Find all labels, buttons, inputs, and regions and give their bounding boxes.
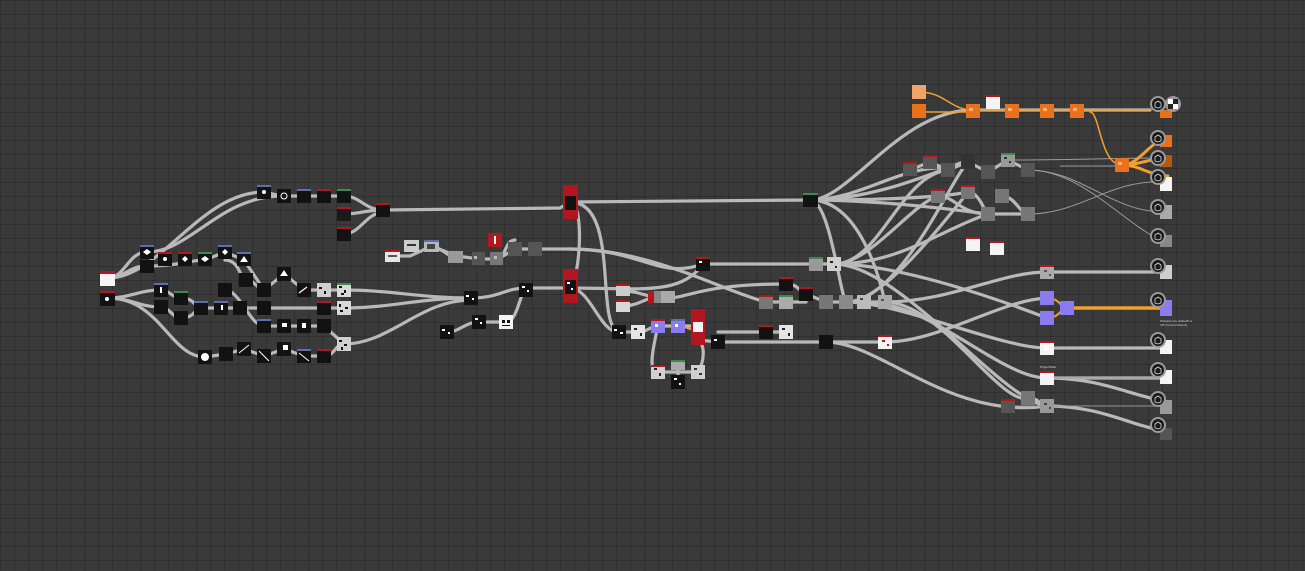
right-nodes[interactable] <box>903 85 1129 413</box>
cube-icon <box>1150 228 1166 244</box>
cube-icon <box>1150 169 1166 185</box>
cube-icon <box>1150 332 1166 348</box>
cube-icon <box>1150 292 1166 308</box>
comment-note-1: Sharpen by default is <box>1160 319 1192 323</box>
cube-icon <box>1150 258 1166 274</box>
cube-icon <box>1150 391 1166 407</box>
comment-note-2: off (normal blend) <box>1160 323 1187 327</box>
cube-icon <box>1150 150 1166 166</box>
process-glyphs <box>614 257 892 385</box>
mid-glyphs <box>385 193 818 334</box>
comment-note-3: Edge Mask <box>1040 365 1056 369</box>
input-node-a[interactable] <box>100 271 115 286</box>
thin-wire-layer <box>1007 157 1161 407</box>
cube-icon <box>1150 362 1166 378</box>
noise-speckle <box>319 286 348 350</box>
right-glyphs <box>903 95 1122 409</box>
output-icons[interactable] <box>1150 96 1181 433</box>
cube-icon <box>1150 130 1166 146</box>
cube-icon <box>1150 199 1166 215</box>
cube-icon <box>1150 96 1166 112</box>
input-node-b[interactable] <box>100 291 115 306</box>
checker-icon <box>1165 96 1181 112</box>
cube-icon <box>1150 417 1166 433</box>
shape-glyphs <box>143 190 310 362</box>
red-header-bars-2 <box>337 203 390 285</box>
node-header-bars <box>140 185 351 351</box>
